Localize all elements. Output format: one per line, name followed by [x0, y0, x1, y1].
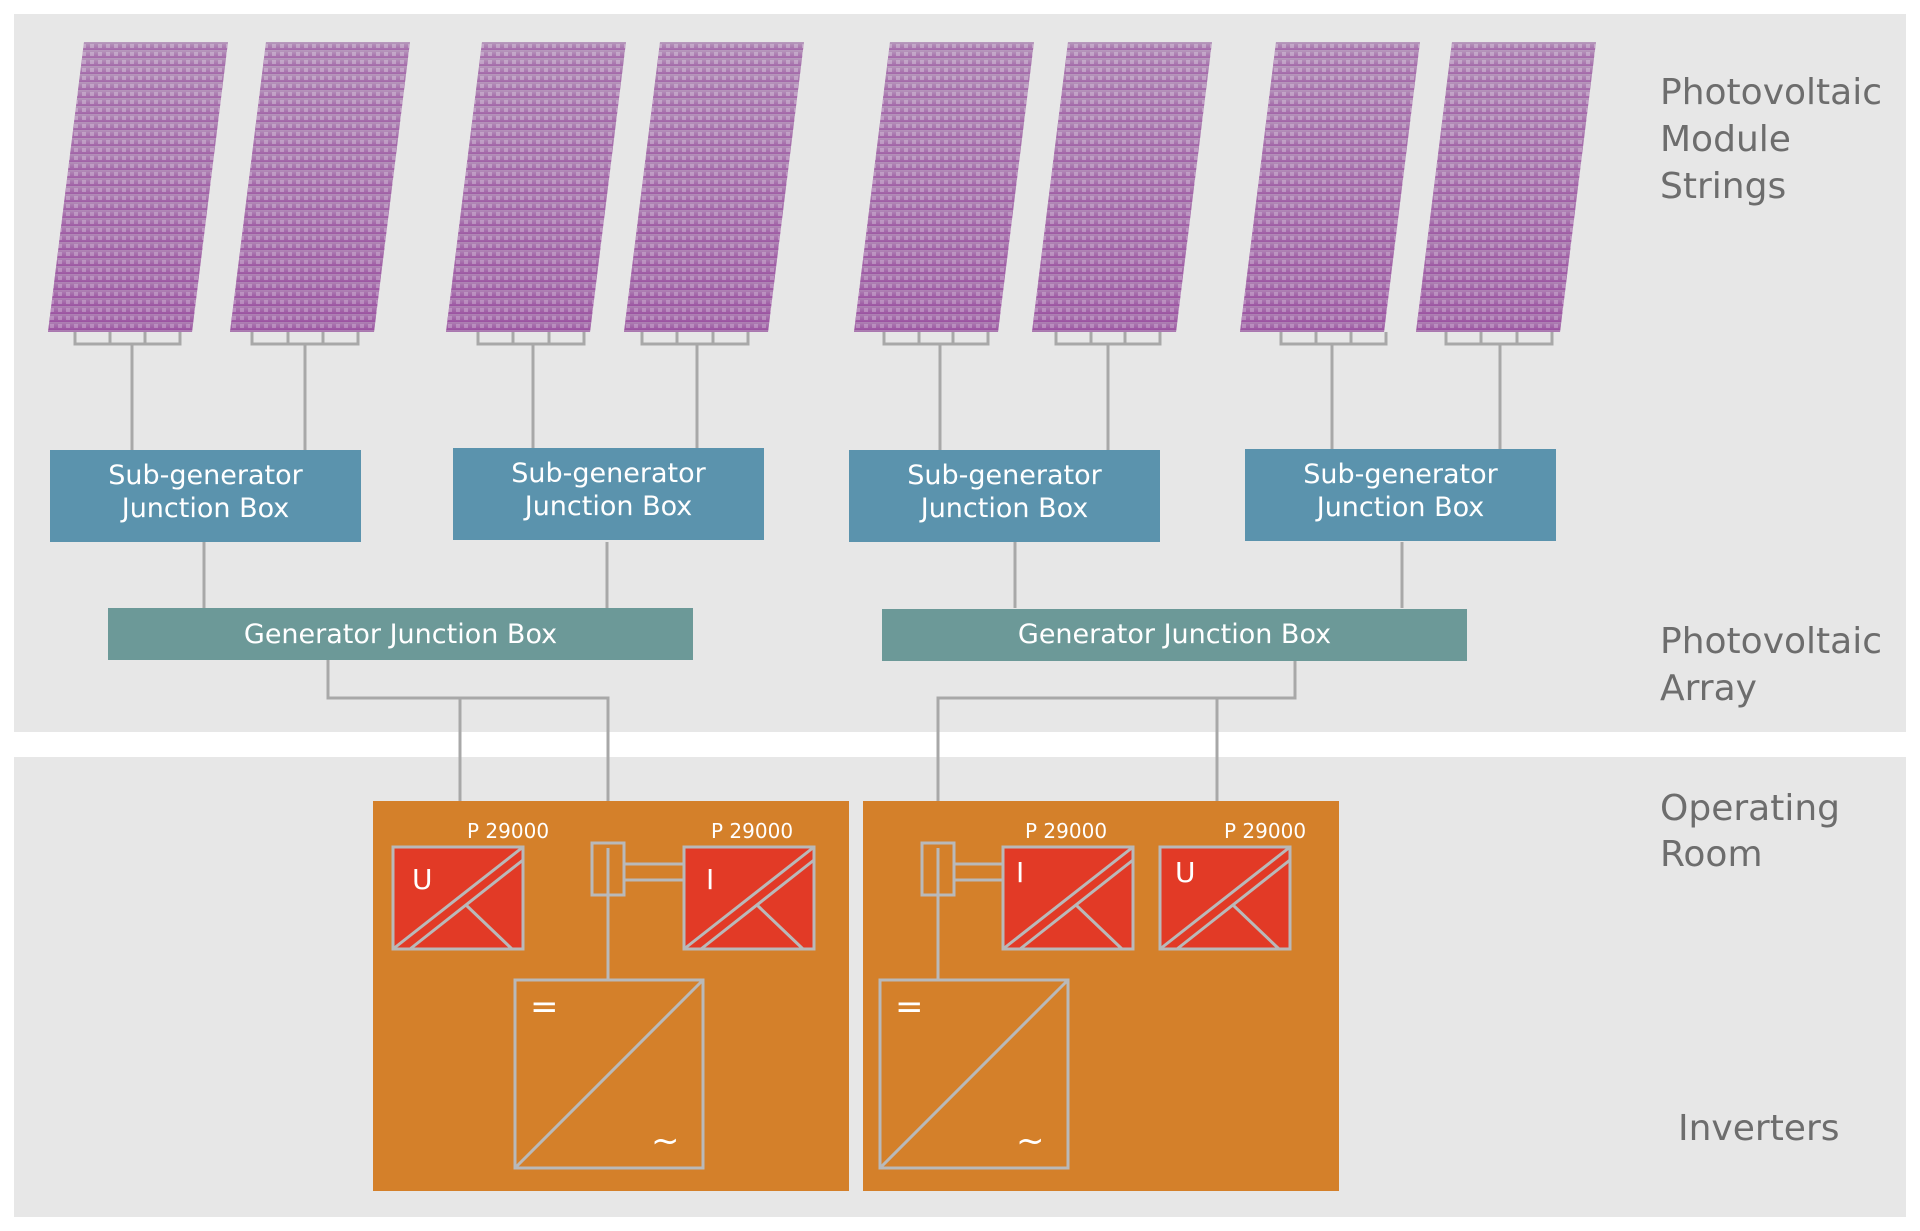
- inverter-unit: = ~ P 29000 I P 29000 U: [863, 801, 1339, 1191]
- dc-symbol: =: [895, 987, 924, 1027]
- label-line: Strings: [1660, 166, 1786, 207]
- label-line: Room: [1660, 834, 1763, 875]
- meter-model-label: P 29000: [467, 819, 549, 843]
- label-pv-module-strings: Photovoltaic Module Strings: [1660, 72, 1882, 207]
- voltage-meter: U: [1158, 845, 1292, 951]
- subgen-box-label-2: Junction Box: [1315, 492, 1485, 523]
- meter-model-label: P 29000: [711, 819, 793, 843]
- subgen-junction-box: Sub-generator Junction Box: [50, 450, 361, 542]
- generator-junction-box: Generator Junction Box: [108, 608, 693, 660]
- current-meter: I: [682, 845, 816, 951]
- meter-symbol: I: [1016, 856, 1024, 889]
- voltage-meter: U: [391, 845, 525, 951]
- label-operating-room: Operating Room: [1660, 788, 1840, 875]
- subgen-junction-box: Sub-generator Junction Box: [849, 450, 1160, 542]
- label-line: Module: [1660, 119, 1791, 160]
- generator-junction-box: Generator Junction Box: [882, 609, 1467, 661]
- current-sensor: [590, 841, 626, 897]
- label-line: Operating: [1660, 788, 1840, 829]
- meter-model-label: P 29000: [1224, 819, 1306, 843]
- generator-box-label: Generator Junction Box: [244, 619, 557, 650]
- current-meter: I: [1001, 845, 1135, 951]
- subgen-box-label-2: Junction Box: [919, 493, 1089, 524]
- label-inverters: Inverters: [1678, 1108, 1840, 1149]
- label-pv-array: Photovoltaic Array: [1660, 621, 1882, 709]
- subgen-junction-box: Sub-generator Junction Box: [1245, 449, 1556, 541]
- subgen-box-label-1: Sub-generator: [108, 460, 303, 491]
- generator-box-label: Generator Junction Box: [1018, 619, 1331, 650]
- ac-symbol: ~: [651, 1121, 680, 1161]
- subgen-box-label-1: Sub-generator: [1303, 459, 1498, 490]
- label-line: Photovoltaic: [1660, 621, 1882, 662]
- module-wiring: [73, 332, 1554, 450]
- meter-symbol: U: [412, 863, 433, 896]
- label-line: Photovoltaic: [1660, 72, 1882, 113]
- subgen-box-label-2: Junction Box: [120, 493, 290, 524]
- inverter-block: [878, 978, 1070, 1170]
- subgen-junction-box: Sub-generator Junction Box: [453, 448, 764, 540]
- subgen-box-label-2: Junction Box: [523, 491, 693, 522]
- meter-model-label: P 29000: [1025, 819, 1107, 843]
- inverter-unit: = ~ P 29000 U P 29000 I: [373, 801, 849, 1191]
- subgen-box-label-1: Sub-generator: [907, 460, 1102, 491]
- subgen-wiring: [202, 542, 1404, 608]
- meter-symbol: I: [706, 863, 714, 896]
- current-sensor: [920, 841, 956, 897]
- label-line: Array: [1660, 668, 1757, 709]
- inverter-block: [513, 978, 705, 1170]
- subgen-box-label-1: Sub-generator: [511, 458, 706, 489]
- meter-symbol: U: [1175, 856, 1196, 889]
- ac-symbol: ~: [1016, 1121, 1045, 1161]
- dc-symbol: =: [530, 987, 559, 1027]
